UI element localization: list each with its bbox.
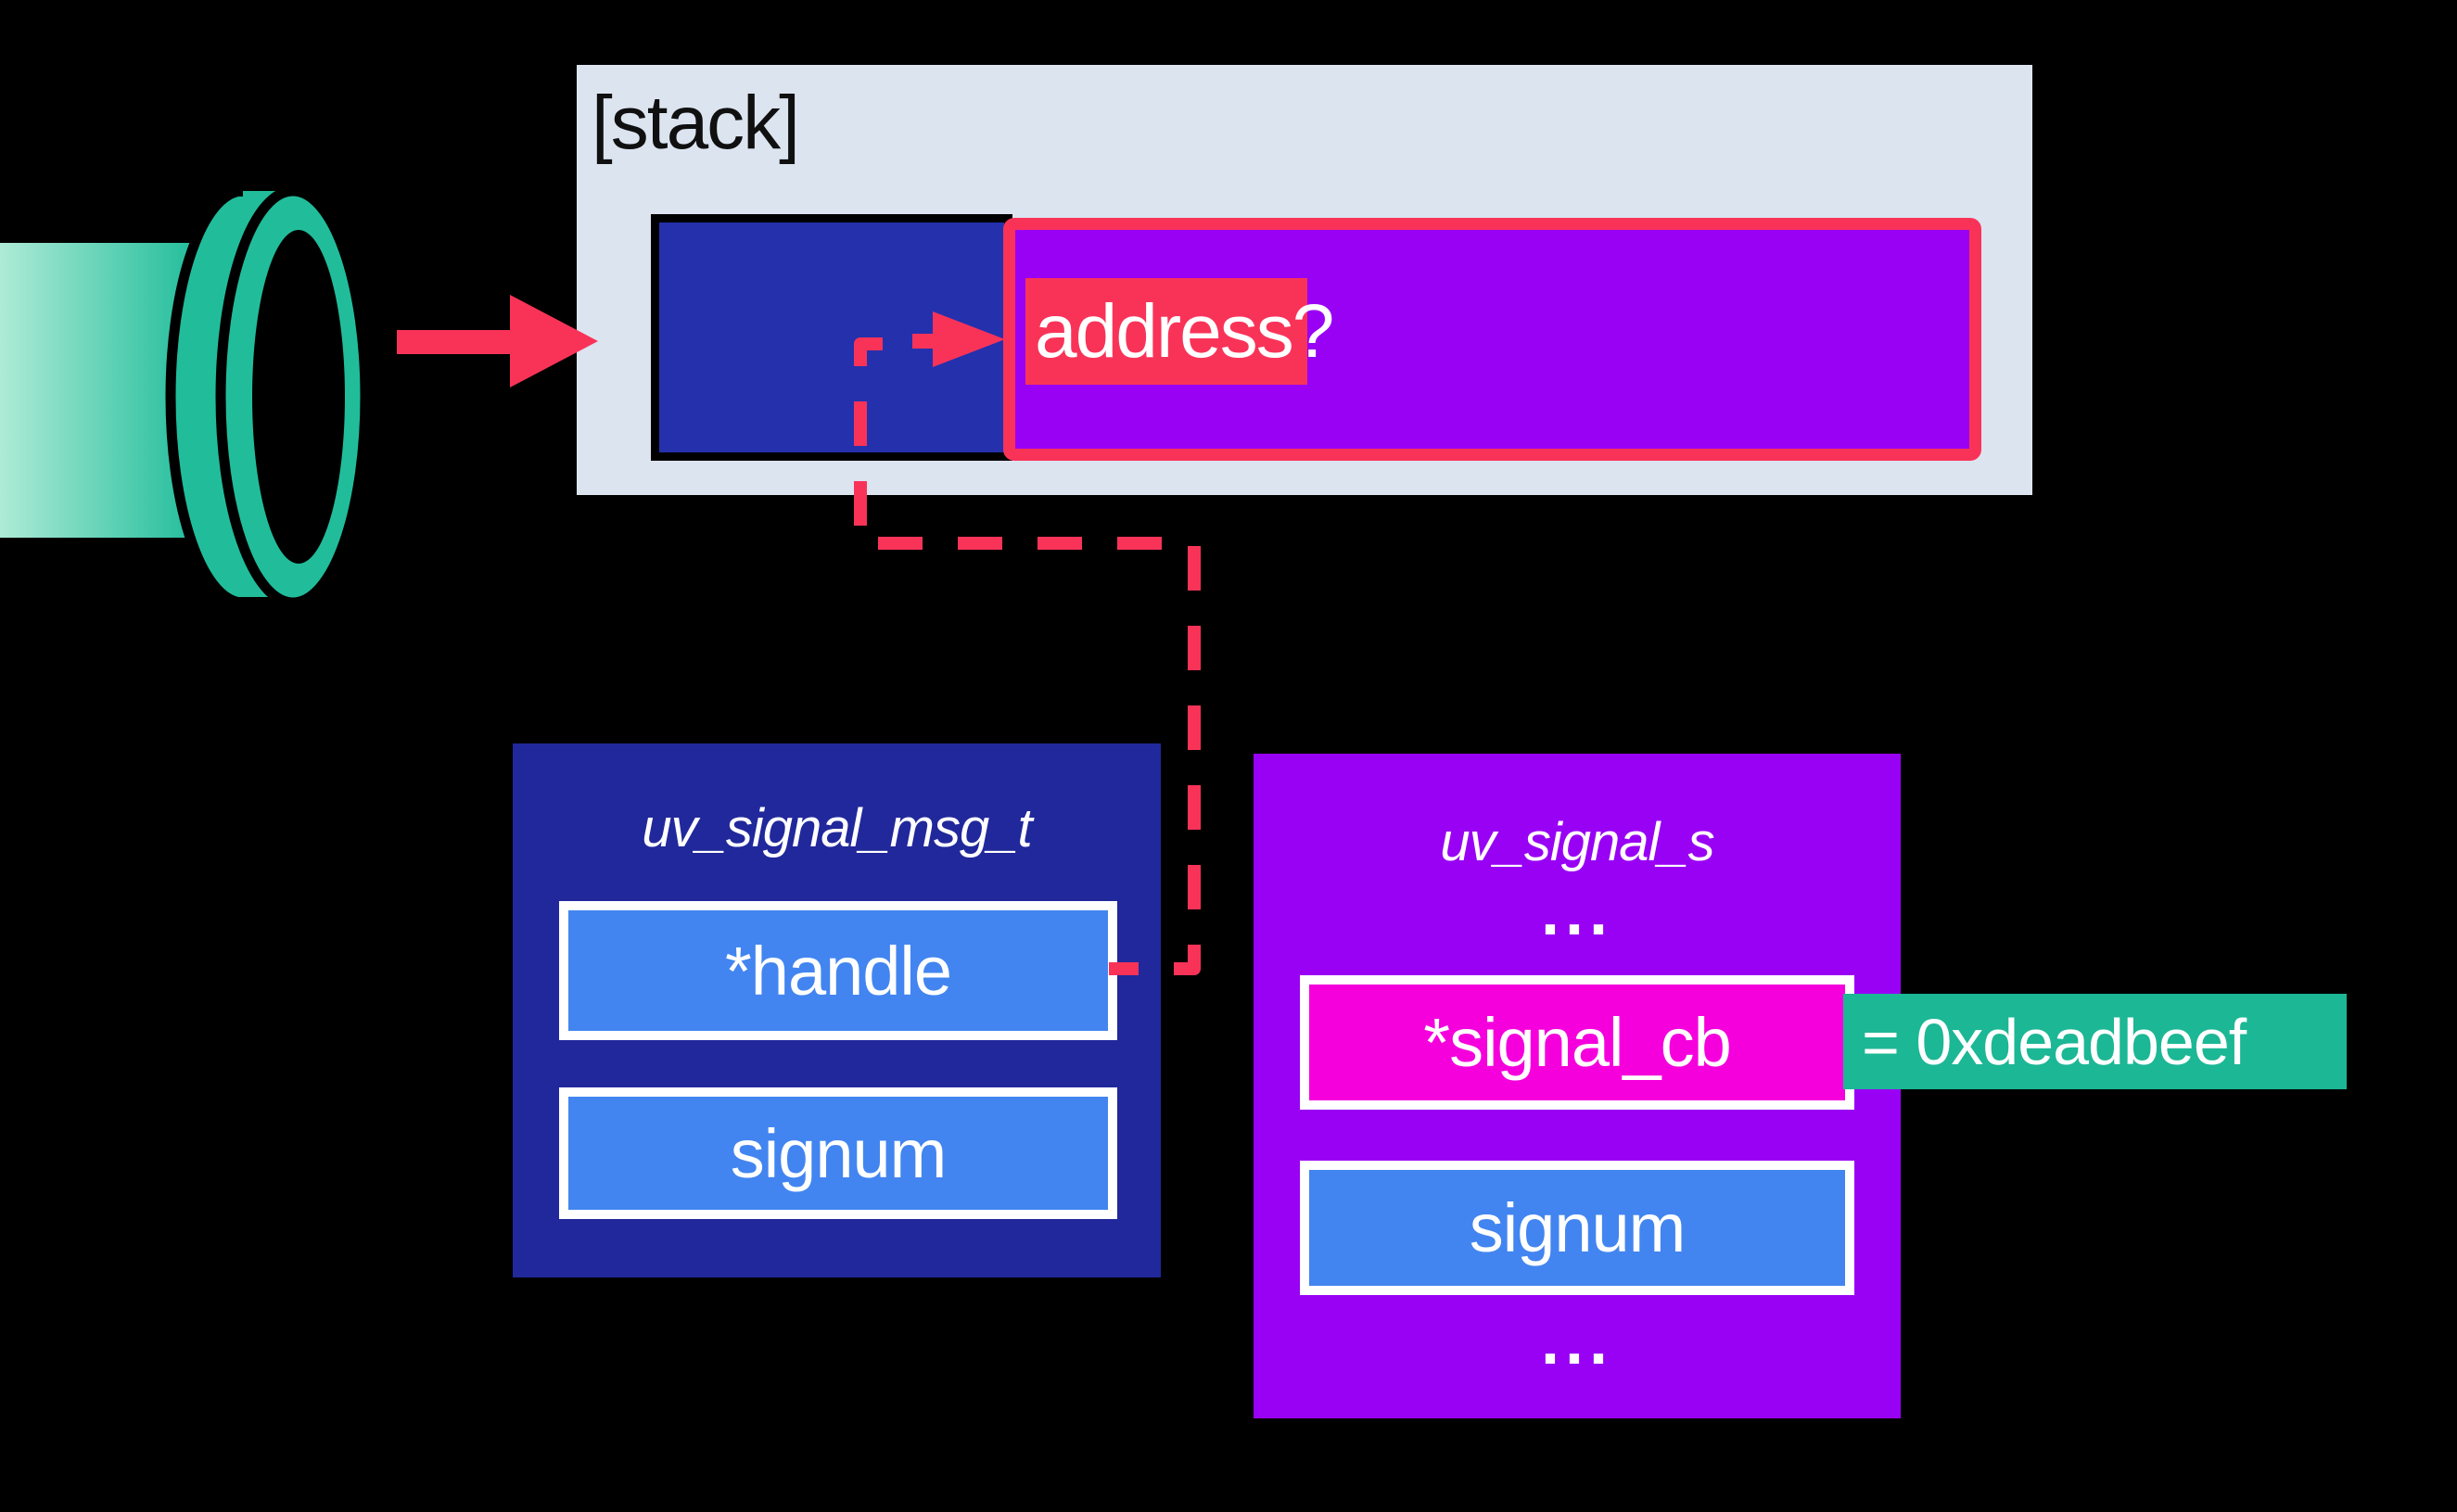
badge-text: = 0xdeadbeef	[1862, 1005, 2247, 1078]
struct-title: uv_signal_s	[1440, 812, 1714, 872]
address-label: address?	[1035, 288, 1334, 374]
stack-cell-purple	[1003, 218, 1981, 461]
field-signal-cb: *signal_cb	[1300, 975, 1854, 1110]
ellipsis-top: ...	[1540, 875, 1613, 949]
pointer-arrow-icon	[912, 311, 1005, 367]
stack-panel: [stack] address?	[577, 65, 2032, 495]
field-signum: signum	[559, 1087, 1117, 1219]
address-highlight: address?	[1025, 278, 1334, 385]
flow-arrow-icon	[397, 295, 598, 388]
struct-title: uv_signal_msg_t	[642, 798, 1032, 858]
pipe-cylinder-icon	[0, 185, 371, 608]
field-handle: *handle	[559, 901, 1117, 1040]
field-signum: signum	[1300, 1161, 1854, 1295]
stack-label: [stack]	[592, 81, 800, 165]
ellipsis-bottom: ...	[1540, 1304, 1613, 1379]
uv-signal-msg-struct-box: uv_signal_msg_t *handle signum	[513, 743, 1161, 1277]
uv-signal-s-struct-box: uv_signal_s ... *signal_cb signum ...	[1254, 754, 1901, 1418]
value-badge: = 0xdeadbeef	[1843, 994, 2347, 1089]
